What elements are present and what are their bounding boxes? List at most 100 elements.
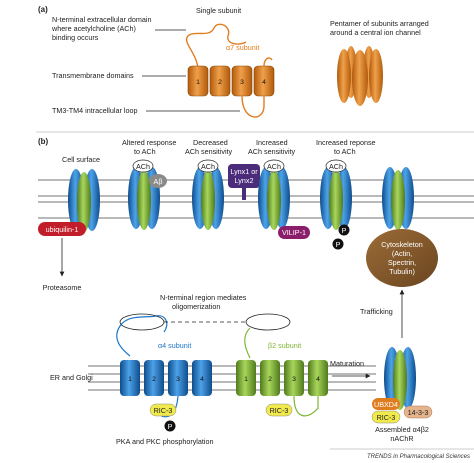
- beta2-helix-1: [236, 360, 256, 396]
- alpha7-n-terminal-loop: [185, 23, 247, 69]
- alpha7-helices: 1 2 3 4: [187, 65, 275, 97]
- alpha4-helix-2-num: 2: [152, 376, 156, 383]
- proteasome-label: Proteasome: [43, 283, 82, 292]
- beta2-subunit-label: β2 subunit: [268, 341, 301, 350]
- abeta-badge: [149, 174, 167, 188]
- receptor-5: [320, 167, 352, 230]
- effect-3-line1: Increased: [256, 138, 288, 147]
- assembled-label-line2: nAChR: [390, 434, 413, 443]
- lynx-anchor: [242, 188, 246, 200]
- alpha4-helix-4: [192, 360, 212, 396]
- cytoskeleton-line4: Tubulin): [389, 267, 415, 276]
- alpha7-helix-1-num: 1: [196, 79, 200, 86]
- pentamer-subunit-left: [337, 49, 351, 103]
- beta2-helix-2-num: 2: [268, 376, 272, 383]
- lynx-label-line1: Lynx1 or: [230, 167, 258, 176]
- cytoskeleton-line3: Spectrin,: [388, 258, 416, 267]
- ric3-assembled-badge: [371, 410, 401, 424]
- panel-a-label: (a): [38, 5, 48, 14]
- receptor-4: [258, 167, 290, 230]
- effect-1-line2: to ACh: [134, 147, 156, 156]
- n-terminal-label-line3: binding occurs: [52, 33, 99, 42]
- alpha7-helix-4-num: 4: [262, 79, 266, 86]
- phospho-1: [338, 224, 350, 236]
- er-golgi-label: ER and Golgi: [50, 373, 93, 382]
- alpha7-intracellular-loop: [241, 95, 265, 118]
- transmembrane-label: Transmembrane domains: [52, 71, 134, 80]
- alpha7-helix-1: [187, 65, 209, 97]
- ubiquilin-badge: [38, 222, 86, 236]
- ach-3: [197, 159, 219, 173]
- receptor-3: [192, 167, 224, 230]
- ach-3-label: ACh: [201, 162, 215, 171]
- abeta-label: Aβ: [154, 177, 163, 186]
- pentamer-subunit-right: [369, 49, 383, 103]
- alpha4-subunit-label: α4 subunit: [158, 341, 191, 350]
- phospho-2: [332, 238, 344, 250]
- ach-2: [132, 159, 154, 173]
- ach-5: [325, 159, 347, 173]
- oligomerization-line2: oligomerization: [172, 302, 220, 311]
- effect-2-line1: Decreased: [193, 138, 228, 147]
- beta2-n-terminal: [244, 327, 251, 359]
- assembled-receptor: [384, 347, 416, 410]
- alpha4-helices: 1 2 3 4: [120, 360, 212, 396]
- ach-2-label: ACh: [136, 162, 150, 171]
- alpha7-helix-3-num: 3: [240, 79, 244, 86]
- alpha7-c-terminal: [263, 57, 273, 67]
- alpha4-helix-3: [168, 360, 188, 396]
- beta2-helix-3-num: 3: [292, 376, 296, 383]
- ric3-beta2-label: RIC-3: [270, 406, 289, 415]
- alpha4-phospho-label: P: [168, 422, 173, 431]
- panel-b-label: (b): [38, 137, 49, 146]
- effect-4-line1: Increased reponse: [316, 138, 376, 147]
- ric3-alpha4-badge: [149, 403, 177, 417]
- alpha4-helix-1-num: 1: [128, 376, 132, 383]
- cytoskeleton-line2: (Actin,: [392, 249, 412, 258]
- beta2-helix-2: [260, 360, 280, 396]
- ric3-beta2-badge: [265, 403, 293, 417]
- ach-4-label: ACh: [267, 162, 281, 171]
- alpha4-helix-2: [144, 360, 164, 396]
- pentamer-label-line1: Pentamer of subunits arranged: [330, 19, 429, 28]
- loop-label: TM3-TM4 intracellular loop: [52, 106, 137, 115]
- vilip-label: VILIP-1: [282, 228, 306, 237]
- pentamer-subunit-front: [352, 50, 368, 106]
- effect-4-line2: to ACh: [334, 147, 356, 156]
- footer-label: TRENDS in Pharmacological Sciences: [367, 454, 470, 460]
- alpha7-helix-2: [209, 65, 231, 97]
- trafficking-label: Trafficking: [360, 307, 393, 316]
- beta2-helix-1-num: 1: [244, 376, 248, 383]
- beta2-helix-4-num: 4: [316, 376, 320, 383]
- pentamer-label-line2: around a central ion channel: [330, 28, 421, 37]
- pentamer-illustration: [337, 46, 383, 106]
- cytoskeleton-badge: [366, 229, 438, 287]
- phospho-2-label: P: [336, 240, 341, 249]
- single-subunit-label: Single subunit: [196, 6, 241, 15]
- cell-surface-label: Cell surface: [62, 155, 100, 164]
- cytoskeleton-line1: Cytoskeleton: [381, 240, 423, 249]
- ric3-alpha4-label: RIC-3: [154, 406, 173, 415]
- vilip-badge: [278, 226, 310, 239]
- beta2-helix-3: [284, 360, 304, 396]
- assembled-label-line1: Assembled α4β2: [375, 425, 429, 434]
- beta2-n-terminal-ring: [245, 313, 291, 331]
- effect-2-line2: ACh sensitivity: [185, 147, 233, 156]
- alpha4-phospho: [164, 420, 176, 432]
- alpha4-helix-1: [120, 360, 140, 396]
- beta2-helices: 1 2 3 4: [236, 360, 328, 396]
- receptor-6: [382, 167, 414, 230]
- p1433-label: 14-3-3: [408, 408, 429, 417]
- ach-5-label: ACh: [329, 162, 343, 171]
- lynx-badge: [228, 164, 260, 188]
- ubxd4-badge: [372, 398, 400, 410]
- alpha4-n-terminal: [116, 315, 168, 357]
- pka-pkc-label: PKA and PKC phosphorylation: [116, 437, 214, 446]
- ach-4: [263, 159, 285, 173]
- ric3-assembled-label: RIC-3: [377, 413, 396, 422]
- beta2-helix-4: [308, 360, 328, 396]
- ubiquilin-label: ubiquilin-1: [46, 225, 79, 234]
- n-terminal-label-line2: where acetylcholine (ACh): [51, 24, 136, 33]
- alpha7-helix-2-num: 2: [218, 79, 222, 86]
